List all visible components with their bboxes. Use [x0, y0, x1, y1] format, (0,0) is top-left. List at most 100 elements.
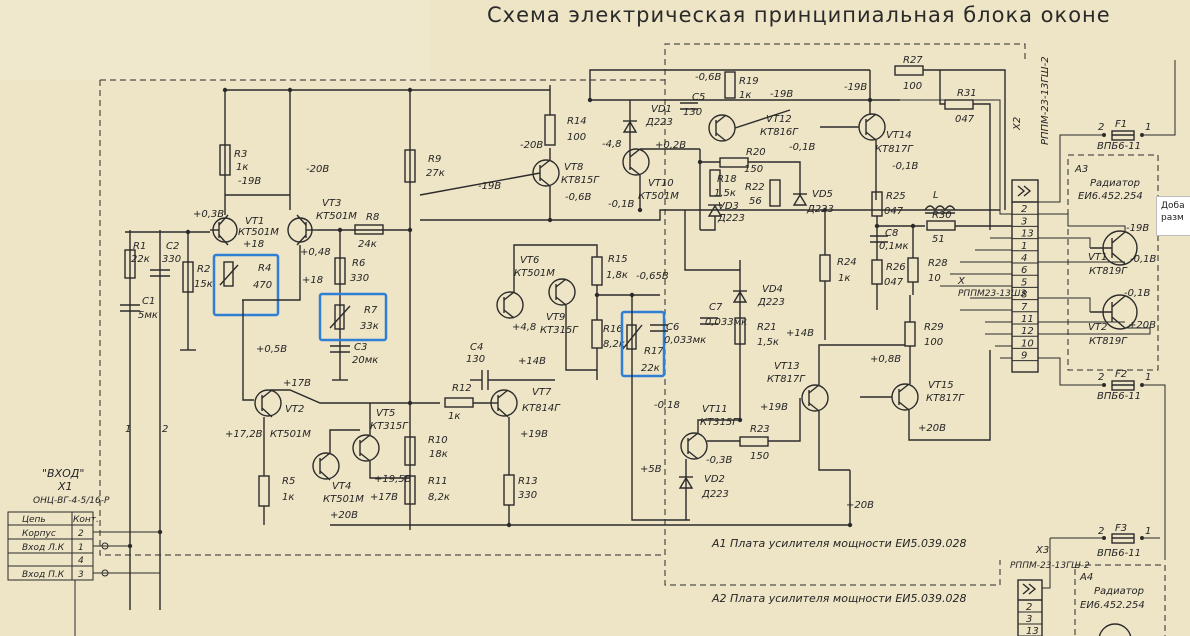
resistor-r22-value: 56 — [749, 196, 762, 207]
fuse-f3-ref: F3 — [1115, 523, 1127, 534]
transistor-vt7 — [490, 389, 518, 418]
voltage-label: -0,3В — [706, 455, 733, 466]
resistor-r13-label: R13 — [518, 476, 538, 487]
resistor-r11-value: 8,2к — [428, 492, 450, 503]
input-caption: "ВХОД" — [42, 467, 84, 480]
resistor-r9-value: 27к — [426, 168, 445, 179]
transistor-vt7-part: КТ814Г — [522, 403, 561, 414]
connector-pin: 3 — [1021, 216, 1027, 227]
junction-dots — [127, 87, 916, 549]
transistor-vt7-label: VT7 — [532, 387, 552, 398]
connector-x3-ref: Х3 — [1035, 545, 1049, 556]
board-a2-outline — [664, 560, 1001, 586]
resistor-r8-value: 24к — [358, 239, 377, 250]
connector-x3 — [1017, 538, 1051, 636]
transistor-vt1-label: VT1 — [245, 216, 264, 227]
transistor-vt4-part: КТ501М — [323, 494, 364, 505]
connector-pin: 13 — [1026, 626, 1039, 636]
resistor-r17-value: 22к — [641, 363, 660, 374]
diode-vd5-label: VD5 — [812, 189, 833, 200]
voltage-label: +17В — [370, 492, 398, 503]
resistor-r29-label: R29 — [924, 322, 944, 333]
capacitor-c5-label: C5 — [692, 92, 705, 103]
resistor-r2-value: 15к — [194, 279, 213, 290]
transistor-vt10-label: VT10 — [648, 178, 674, 189]
resistor-r30-label: R30 — [932, 210, 952, 221]
board-a2-label: А2 Плата усилителя мощности ЕИ5.039.028 — [711, 592, 967, 605]
input-row-chain: Вход П.К — [22, 570, 65, 580]
resistor-r15-value: 1,8к — [606, 270, 628, 281]
fuse-f2-pin: 1 — [1145, 372, 1151, 383]
fuse-f3 — [1102, 533, 1144, 544]
capacitor-c8 — [870, 235, 888, 243]
connector-x2-part: РППМ-23-13ГШ-2 — [1040, 56, 1051, 145]
capacitor-c6 — [650, 324, 668, 332]
capacitor-c5-value: 130 — [683, 107, 702, 118]
sticky-note-line: разм — [1161, 213, 1184, 223]
resistor-r27-label: R27 — [903, 55, 923, 66]
radiator-a4-line1: Радиатор — [1094, 586, 1144, 597]
diode-vd1-label: VD1 — [651, 104, 672, 115]
transistor-vt4 — [312, 452, 340, 481]
connector-pin: 2 — [1026, 602, 1032, 613]
resistor-r21-value: 1,5к — [757, 337, 779, 348]
capacitor-c8-value: 0,1мк — [879, 241, 909, 252]
input-row-contact: 3 — [78, 570, 84, 580]
resistor-r17-label: R17 — [644, 346, 664, 357]
connector-x2-wiring — [900, 99, 1012, 359]
resistor-r4-label: R4 — [258, 263, 271, 274]
resistor-r31-label: R31 — [957, 88, 977, 99]
input-header-contact: Конт. — [73, 515, 99, 525]
transistor-vt11-part: КТ315Г — [700, 417, 739, 428]
transistor-vt3-label: VT3 — [322, 198, 341, 209]
transistor-vt2 — [254, 389, 282, 418]
radiator-a4-outline — [1074, 564, 1166, 636]
capacitor-c7-label: C7 — [709, 302, 723, 313]
connector-pin: 11 — [1021, 314, 1034, 325]
capacitor-c5 — [680, 102, 698, 110]
resistor-r19 — [724, 71, 736, 99]
capacitor-c2-value: 330 — [162, 254, 181, 265]
resistor-r29-value: 100 — [924, 337, 943, 348]
resistor-r7-value: 33к — [360, 321, 379, 332]
resistor-r20-label: R20 — [746, 147, 766, 158]
radiator-a3-line1: Радиатор — [1090, 178, 1140, 189]
radiator-a3-ref: А3 — [1074, 164, 1088, 175]
input-row-contact: 2 — [78, 529, 84, 539]
transistor-vt1-part: КТ501М — [238, 227, 279, 238]
transistor-vt2-label: VT2 — [285, 404, 304, 415]
resistor-r7-label: R7 — [364, 305, 378, 316]
wire-label-2: 2 — [162, 424, 168, 435]
resistor-r18-label: R18 — [717, 174, 737, 185]
voltage-label: +0,3В — [193, 209, 224, 220]
resistor-r26-value: 047 — [884, 277, 904, 288]
connector-x-ref: Х — [957, 276, 966, 287]
resistor-r1-value: 22к — [131, 254, 150, 265]
highlight-box-r4 — [212, 253, 280, 317]
voltage-label: +14В — [786, 328, 814, 339]
resistor-r1-label: R1 — [133, 241, 146, 252]
connector-pin: 9 — [1021, 351, 1027, 362]
diode-vd4-label: VD4 — [762, 284, 783, 295]
voltage-label: -0,65В — [636, 271, 669, 282]
capacitor-c1 — [120, 304, 140, 312]
capacitor-c7 — [700, 317, 718, 325]
resistor-r9-label: R9 — [428, 154, 441, 165]
connector-pin: 1 — [1021, 241, 1027, 252]
resistor-r31-value: 047 — [955, 114, 975, 125]
capacitor-c1-value: 5мк — [138, 310, 158, 321]
fuse-f1-ref: F1 — [1115, 119, 1127, 130]
resistor-r9 — [404, 149, 416, 183]
capacitor-c2-label: C2 — [166, 241, 179, 252]
diode-vd5 — [792, 193, 808, 206]
transistor-vt6 — [496, 291, 524, 319]
connector-x2 — [1011, 179, 1039, 373]
voltage-label: +20В — [918, 423, 946, 434]
fuse-f1-pin: 1 — [1145, 122, 1151, 133]
resistor-r18 — [709, 169, 721, 197]
resistor-r3 — [219, 144, 231, 176]
fuse-f1-part: ВПБ6-11 — [1097, 141, 1141, 152]
resistor-r19-value: 1к — [739, 90, 751, 101]
transistor-vt11-label: VT11 — [702, 404, 728, 415]
voltage-label: -0,1В — [892, 161, 919, 172]
